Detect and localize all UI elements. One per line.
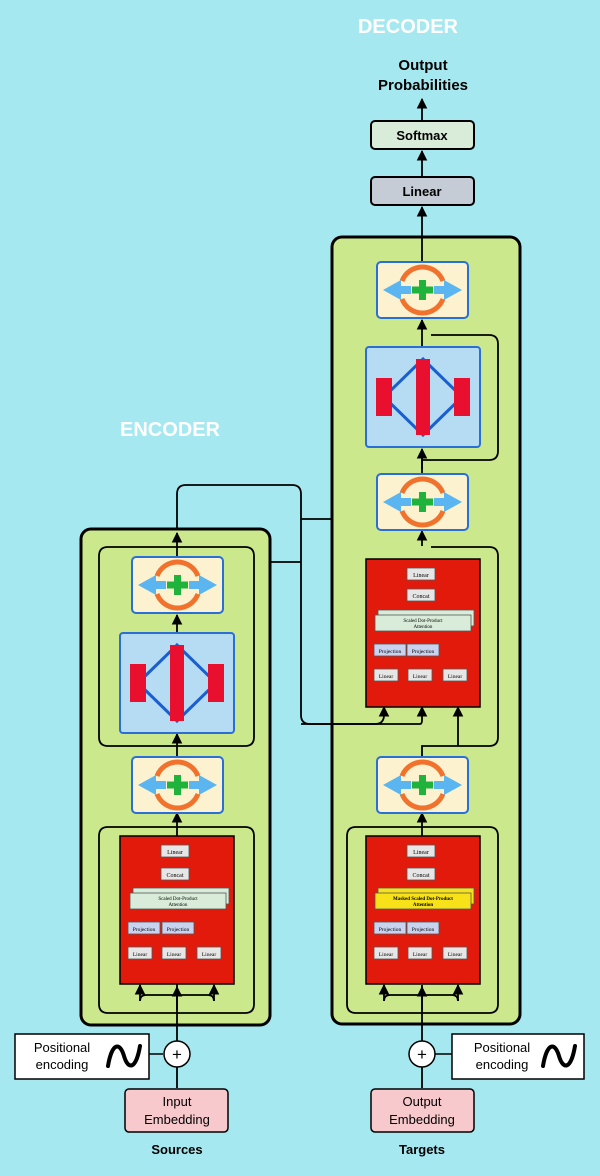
mha-enc-proj-1: Projection: [133, 927, 156, 933]
mha-cross-linear-1: Linear: [379, 674, 394, 680]
encoder-add-norm-1: [132, 757, 223, 813]
decoder-add-norm-3: [377, 262, 468, 318]
mha-cross-concat: Concat: [413, 594, 430, 600]
sources-label: Sources: [151, 1142, 202, 1157]
decoder-add-norm-1: [377, 757, 468, 813]
connections: [98, 97, 499, 1088]
encoder-multi-head-attention: Linear Concat Scaled Dot-Product Attenti…: [119, 835, 235, 985]
mha-enc-linear-2: Linear: [167, 952, 182, 958]
encoder-plus-symbol: +: [172, 1045, 182, 1064]
decoder-plus-symbol: +: [417, 1045, 427, 1064]
output-embedding-line2: Embedding: [389, 1112, 455, 1127]
mha-cross-proj-1: Projection: [379, 649, 402, 655]
decoder-sine-wave-icon: [541, 1044, 577, 1068]
output-probabilities-line1: Output: [398, 57, 447, 74]
decoder-cross-attention: Linear Concat Scaled Dot-Product Attenti…: [365, 558, 481, 708]
decoder-positional-line2: encoding: [476, 1057, 529, 1072]
mha-mask-sdpa-2: Attention: [413, 903, 433, 908]
mha-enc-sdpa-2: Attention: [169, 903, 188, 908]
encoder-title: ENCODER: [120, 419, 221, 441]
mha-mask-linear-3: Linear: [448, 952, 463, 958]
output-embedding-box: [370, 1088, 475, 1133]
mha-cross-sdpa-2: Attention: [414, 625, 433, 630]
mha-mask-sdpa-1: Masked Scaled Dot-Product: [393, 897, 453, 902]
decoder-positional-encoding-box: [451, 1033, 585, 1080]
decoder-title: DECODER: [358, 16, 459, 38]
encoder-positional-encoding-box: [14, 1033, 150, 1080]
mha-mask-concat: Concat: [413, 873, 430, 879]
linear-label: Linear: [402, 184, 441, 199]
mha-mask-linear-2: Linear: [413, 952, 428, 958]
output-probabilities-line2: Probabilities: [378, 77, 468, 94]
mha-mask-linear-top: Linear: [413, 850, 429, 856]
targets-label: Targets: [399, 1142, 445, 1157]
input-embedding-line2: Embedding: [144, 1112, 210, 1127]
mha-enc-linear-top: Linear: [167, 850, 183, 856]
encoder-feed-forward: [118, 631, 236, 735]
decoder-add-norm-2: [377, 474, 468, 530]
mha-cross-linear-3: Linear: [448, 674, 463, 680]
mha-enc-concat: Concat: [167, 873, 184, 879]
decoder-positional-line1: Positional: [474, 1040, 530, 1055]
mha-enc-proj-2: Projection: [167, 927, 190, 933]
input-embedding-box: [124, 1088, 229, 1133]
decoder-feed-forward: [364, 345, 482, 449]
output-embedding-line1: Output: [402, 1094, 441, 1109]
softmax-label: Softmax: [396, 128, 448, 143]
mha-enc-linear-1: Linear: [133, 952, 148, 958]
encoder-positional-line2: encoding: [36, 1057, 89, 1072]
mha-mask-proj-1: Projection: [379, 927, 402, 933]
mha-cross-sdpa-1: Scaled Dot-Product: [403, 619, 443, 624]
mha-cross-linear-top: Linear: [413, 573, 429, 579]
encoder-sine-wave-icon: [106, 1044, 142, 1068]
input-embedding-line1: Input: [163, 1094, 192, 1109]
mha-mask-proj-2: Projection: [412, 927, 435, 933]
mha-cross-linear-2: Linear: [413, 674, 428, 680]
encoder-positional-line1: Positional: [34, 1040, 90, 1055]
decoder-masked-attention: Linear Concat Masked Scaled Dot-Product …: [365, 835, 481, 985]
encoder-plus-circle: [163, 1040, 191, 1068]
mha-enc-linear-3: Linear: [202, 952, 217, 958]
mha-enc-sdpa-1: Scaled Dot-Product: [158, 897, 198, 902]
mha-cross-proj-2: Projection: [412, 649, 435, 655]
encoder-add-norm-2: [132, 557, 223, 613]
mha-mask-linear-1: Linear: [379, 952, 394, 958]
